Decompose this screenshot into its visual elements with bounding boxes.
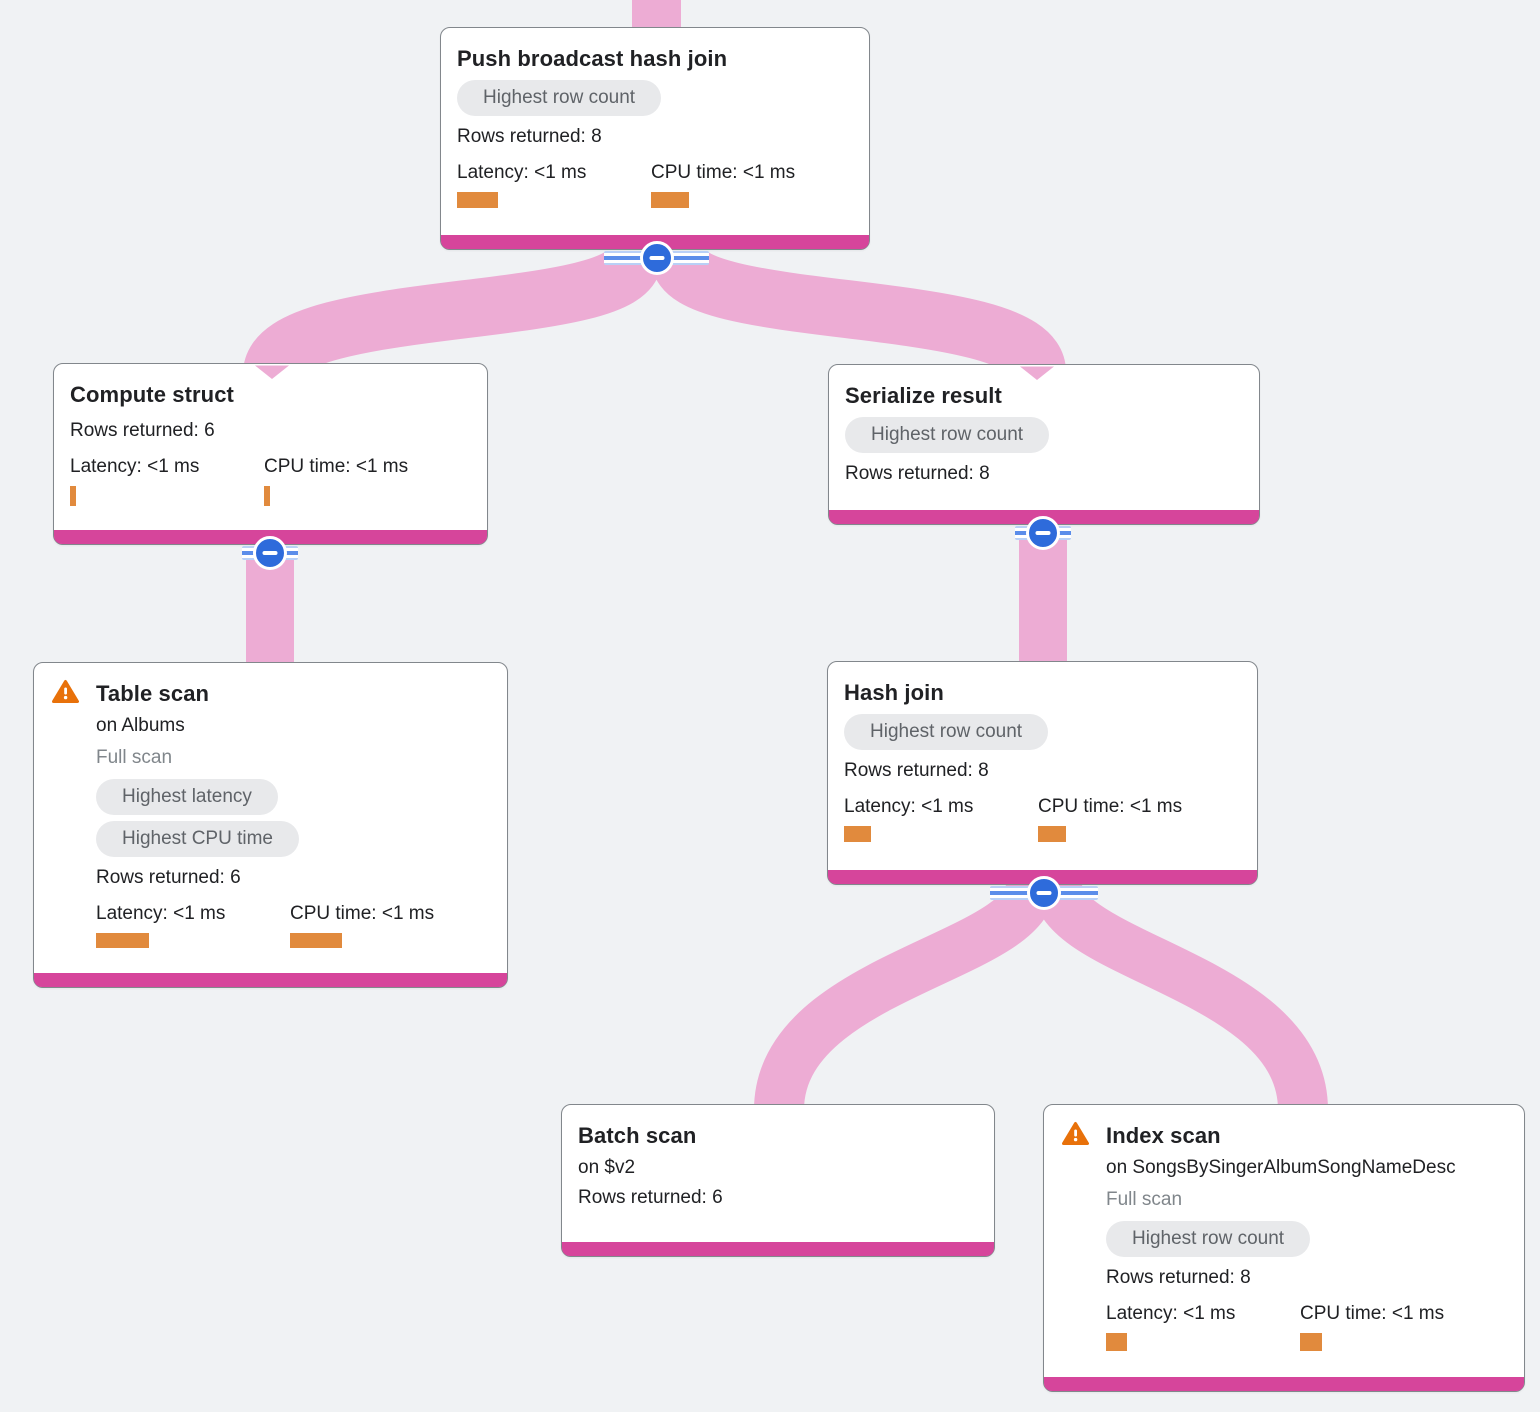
minus-icon	[262, 551, 278, 555]
scan-target: on $v2	[578, 1157, 636, 1178]
latency-label: Latency: <1 ms	[1106, 1303, 1236, 1324]
badge-row: Highest row count	[844, 714, 1241, 750]
edge-root-to-serialize-result	[651, 247, 1066, 380]
rows-returned-label: Rows returned: 6	[70, 420, 215, 441]
scan-target: on SongsBySingerAlbumSongNameDesc	[1106, 1157, 1456, 1178]
minus-icon	[1035, 531, 1051, 535]
metrics-row: Latency: <1 ms CPU time: <1 ms	[1106, 1301, 1508, 1351]
badge-row: Highest latency	[96, 779, 491, 815]
cpu-time-bar	[290, 933, 342, 948]
badge-highest-cpu-time: Highest CPU time	[96, 821, 299, 857]
node-title: Compute struct	[70, 382, 234, 407]
cpu-time-label: CPU time: <1 ms	[290, 903, 435, 924]
edge-hash-join-to-index-scan	[1032, 880, 1328, 1112]
cpu-time-bar	[1038, 826, 1066, 842]
node-title: Hash join	[844, 680, 944, 705]
rows-returned-label: Rows returned: 6	[578, 1187, 723, 1208]
collapse-connector-serialize-result	[1015, 516, 1071, 550]
cpu-time-bar	[1300, 1333, 1322, 1351]
scan-mode: Full scan	[96, 747, 173, 768]
collapse-connector-compute-struct	[242, 536, 298, 570]
minus-icon	[1036, 891, 1052, 895]
badge-highest-row-count: Highest row count	[1106, 1221, 1311, 1257]
collapse-button[interactable]	[639, 241, 674, 275]
plan-node-batch-scan[interactable]: Batch scan on $v2 Rows returned: 6	[561, 1104, 995, 1257]
collapse-button[interactable]	[1027, 876, 1061, 910]
node-accent-bar	[1044, 1377, 1524, 1391]
edge-hash-join-to-batch-scan	[754, 880, 1056, 1112]
plan-node-compute-struct[interactable]: Compute struct Rows returned: 6 Latency:…	[53, 363, 488, 545]
latency-bar	[96, 933, 149, 948]
badge-row: Highest row count	[845, 417, 1243, 453]
badge-highest-row-count: Highest row count	[844, 714, 1049, 750]
minus-icon	[649, 256, 664, 260]
rows-returned-label: Rows returned: 6	[96, 867, 241, 888]
rows-returned-label: Rows returned: 8	[457, 126, 602, 147]
cpu-time-bar	[264, 486, 270, 506]
latency-label: Latency: <1 ms	[844, 796, 974, 817]
plan-node-push-broadcast-hash-join[interactable]: Push broadcast hash join Highest row cou…	[440, 27, 870, 250]
latency-label: Latency: <1 ms	[457, 162, 587, 183]
latency-label: Latency: <1 ms	[96, 903, 226, 924]
badge-row: Highest row count	[457, 80, 853, 116]
node-title: Table scan	[96, 681, 210, 706]
metrics-row: Latency: <1 ms CPU time: <1 ms	[70, 454, 471, 506]
cpu-time-bar	[651, 192, 689, 208]
node-accent-bar	[562, 1242, 994, 1256]
cpu-time-label: CPU time: <1 ms	[1300, 1303, 1445, 1324]
scan-mode: Full scan	[1106, 1189, 1183, 1210]
scan-target: on Albums	[96, 715, 185, 736]
rows-returned-label: Rows returned: 8	[844, 760, 989, 781]
latency-bar	[70, 486, 76, 506]
badge-highest-row-count: Highest row count	[845, 417, 1050, 453]
metrics-row: Latency: <1 ms CPU time: <1 ms	[96, 901, 491, 948]
cpu-time-label: CPU time: <1 ms	[651, 162, 796, 183]
plan-node-index-scan[interactable]: Index scan on SongsBySingerAlbumSongName…	[1043, 1104, 1525, 1392]
badge-highest-latency: Highest latency	[96, 779, 278, 815]
plan-node-hash-join[interactable]: Hash join Highest row count Rows returne…	[827, 661, 1258, 885]
badge-row: Highest row count	[1106, 1221, 1508, 1257]
collapse-button[interactable]	[1026, 516, 1060, 550]
node-title: Serialize result	[845, 383, 1002, 408]
collapse-button[interactable]	[253, 536, 287, 570]
badge-row: Highest CPU time	[96, 821, 491, 857]
cpu-time-label: CPU time: <1 ms	[1038, 796, 1183, 817]
metrics-row: Latency: <1 ms CPU time: <1 ms	[844, 794, 1241, 842]
rows-returned-label: Rows returned: 8	[1106, 1267, 1251, 1288]
rows-returned-label: Rows returned: 8	[845, 463, 990, 484]
badge-highest-row-count: Highest row count	[457, 80, 662, 116]
latency-bar	[1106, 1333, 1127, 1351]
warning-icon	[1062, 1122, 1089, 1145]
collapse-connector-hash-join	[990, 876, 1098, 910]
cpu-time-label: CPU time: <1 ms	[264, 456, 409, 477]
edge-root-to-compute-struct	[243, 247, 662, 381]
latency-label: Latency: <1 ms	[70, 456, 200, 477]
metrics-row: Latency: <1 ms CPU time: <1 ms	[457, 160, 853, 208]
warning-icon	[52, 680, 79, 703]
node-title: Batch scan	[578, 1123, 697, 1148]
plan-node-serialize-result[interactable]: Serialize result Highest row count Rows …	[828, 364, 1260, 525]
plan-node-table-scan[interactable]: Table scan on Albums Full scan Highest l…	[33, 662, 508, 988]
node-title: Push broadcast hash join	[457, 46, 728, 71]
latency-bar	[844, 826, 871, 842]
collapse-connector-push-broadcast-hash-join	[604, 241, 709, 275]
latency-bar	[457, 192, 498, 208]
node-accent-bar	[34, 973, 507, 987]
node-title: Index scan	[1106, 1123, 1221, 1148]
